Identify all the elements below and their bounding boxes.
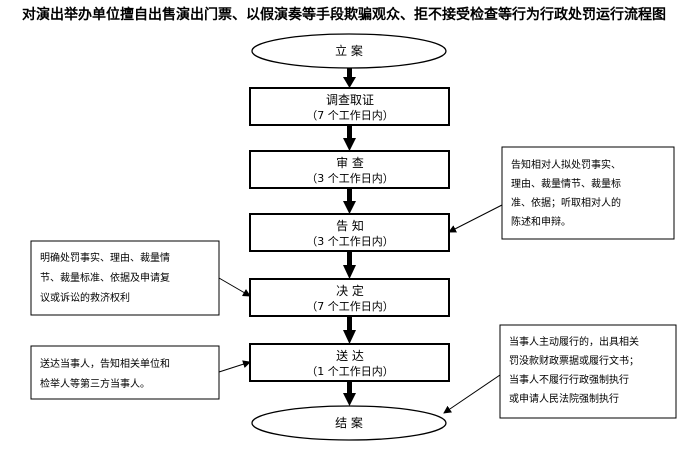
flow-arrow-2 <box>343 125 356 151</box>
step-end-label: 结 案 <box>335 415 363 430</box>
note-decision-connector <box>218 277 251 297</box>
step-delivery-label: 送 达 <box>336 348 364 363</box>
step-decision-label: 决 定 <box>336 283 364 298</box>
flow-arrow-5 <box>343 316 356 344</box>
step-decision: 决 定 （7 个工作日内） <box>249 278 450 317</box>
step-inform-label: 告 知 <box>336 219 364 233</box>
note-closing: 当事人主动履行的，出具相关 罚没款财政票据或履行文书； 当事人不履行行政强制执行… <box>443 324 677 419</box>
note-inform-line-2: 理由、裁量情节、裁量标 <box>511 177 621 190</box>
note-delivery-line-1: 送达当事人，告知相关单位和 <box>40 357 170 370</box>
note-closing-line-4: 或申请人民法院强制执行 <box>509 392 619 405</box>
note-decision-line-1: 明确处罚事实、理由、裁量情 <box>40 251 170 264</box>
page-title: 对演出举办单位擅自出售演出门票、以假演奏等手段欺骗观众、拒不接受检查等行为行政处… <box>22 6 666 23</box>
note-inform-line-3: 准、依据；听取相对人的 <box>511 196 621 209</box>
step-investigation-duration: （7 个工作日内） <box>306 108 394 122</box>
note-delivery-box <box>30 345 220 400</box>
step-inform-duration: （3 个工作日内） <box>306 234 394 248</box>
note-closing-connector <box>443 374 501 414</box>
step-decision-duration: （7 个工作日内） <box>306 299 394 313</box>
flow-arrow-4 <box>343 251 356 279</box>
step-end: 结 案 <box>251 405 447 441</box>
step-delivery: 送 达 （1 个工作日内） <box>249 343 450 382</box>
note-decision: 明确处罚事实、理由、裁量情 节、裁量标准、依据及申请复 议或诉讼的救济权利 <box>30 240 251 316</box>
step-review-box <box>249 150 450 189</box>
step-start-label: 立 案 <box>335 43 363 58</box>
note-delivery: 送达当事人，告知相关单位和 检举人等第三方当事人。 <box>30 345 251 400</box>
step-inform: 告 知 （3 个工作日内） <box>249 213 450 252</box>
flow-arrow-6 <box>343 381 356 406</box>
note-closing-line-3: 当事人不履行行政强制执行 <box>509 373 629 386</box>
flow-arrow-3 <box>343 188 356 214</box>
step-investigation-label: 调查取证 <box>326 93 374 107</box>
note-closing-box <box>499 324 677 419</box>
note-decision-line-3: 议或诉讼的救济权利 <box>40 291 130 304</box>
step-inform-box <box>249 213 450 252</box>
note-inform-line-1: 告知相对人拟处罚事实、 <box>511 158 621 171</box>
flow-arrow-1 <box>343 68 356 88</box>
step-review-label: 审 查 <box>336 155 364 170</box>
step-investigation: 调查取证 （7 个工作日内） <box>249 87 450 126</box>
note-inform: 告知相对人拟处罚事实、 理由、裁量情节、裁量标 准、依据；听取相对人的 陈述和申… <box>448 146 675 240</box>
note-delivery-connector <box>218 360 251 373</box>
note-decision-line-2: 节、裁量标准、依据及申请复 <box>40 271 170 284</box>
step-start: 立 案 <box>251 33 447 69</box>
note-decision-box <box>30 240 220 316</box>
note-inform-connector <box>448 204 503 233</box>
note-closing-line-2: 罚没款财政票据或履行文书； <box>509 354 639 367</box>
note-delivery-line-2: 检举人等第三方当事人。 <box>40 377 150 390</box>
step-review: 审 查 （3 个工作日内） <box>249 150 450 189</box>
note-inform-line-4: 陈述和申辩。 <box>511 215 571 228</box>
end-ellipse <box>251 405 447 441</box>
note-inform-box <box>501 146 675 240</box>
step-investigation-box <box>249 87 450 126</box>
step-review-duration: （3 个工作日内） <box>306 171 394 185</box>
note-closing-line-1: 当事人主动履行的，出具相关 <box>509 335 639 348</box>
step-delivery-duration: （1 个工作日内） <box>306 364 394 378</box>
